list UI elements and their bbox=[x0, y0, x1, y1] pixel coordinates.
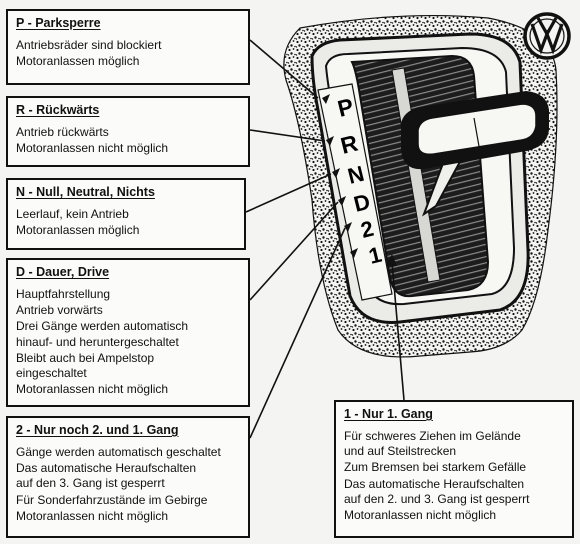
box-line: Motoranlassen möglich bbox=[16, 223, 140, 238]
box-line: Für Sonderfahrzustände im Gebirge bbox=[16, 492, 208, 507]
box-line: Drei Gänge werden automatisch bbox=[16, 319, 189, 334]
callout-box-neutral: N - Null, Neutral, Nichts Leerlauf, kein… bbox=[6, 178, 246, 250]
letter-1: 1 bbox=[366, 242, 384, 269]
box-line: Bleibt auch bei Ampelstop bbox=[16, 350, 155, 365]
lever-handle bbox=[401, 90, 549, 170]
position-markers bbox=[322, 94, 358, 258]
box-title: 1 - Nur 1. Gang bbox=[344, 407, 433, 421]
box-line: auf den 2. und 3. Gang ist gesperrt bbox=[344, 491, 530, 506]
leader-1 bbox=[391, 261, 405, 401]
leader-lines bbox=[245, 39, 405, 439]
letter-2: 2 bbox=[358, 216, 376, 243]
box-line: eingeschaltet bbox=[16, 366, 87, 381]
box-line: hinauf- und heruntergeschaltet bbox=[16, 334, 179, 349]
leader-2 bbox=[249, 227, 346, 439]
box-line: Leerlauf, kein Antrieb bbox=[16, 207, 129, 221]
callout-box-parksperre: P - Parksperre Antriebsräder sind blocki… bbox=[6, 9, 250, 85]
box-line: Gänge werden automatisch geschaltet bbox=[16, 445, 221, 459]
leader-n bbox=[245, 173, 332, 213]
callout-box-erster-gang: 1 - Nur 1. Gang Für schweres Ziehen im G… bbox=[334, 400, 574, 538]
letter-r: R bbox=[338, 130, 361, 159]
box-line: Motoranlassen möglich bbox=[16, 54, 140, 69]
letter-p: P bbox=[335, 93, 356, 122]
box-line: Antrieb rückwärts bbox=[16, 125, 109, 139]
callout-box-drive: D - Dauer, Drive Hauptfahrstellung Antri… bbox=[6, 258, 250, 407]
box-line: Motoranlassen nicht möglich bbox=[16, 382, 169, 397]
leader-p bbox=[249, 39, 319, 99]
box-title: P - Parksperre bbox=[16, 16, 101, 30]
box-title: R - Rückwärts bbox=[16, 103, 100, 117]
letter-d: D bbox=[351, 189, 372, 217]
box-line: Für schweres Ziehen im Gelände bbox=[344, 429, 521, 443]
leader-d bbox=[249, 201, 339, 301]
vw-logo-icon bbox=[523, 12, 571, 60]
leader-r bbox=[249, 129, 326, 142]
box-line: Antrieb vorwärts bbox=[16, 303, 103, 318]
letter-n: N bbox=[345, 161, 366, 189]
selector-letters: P R N D 2 1 bbox=[335, 93, 384, 269]
box-line: Motoranlassen nicht möglich bbox=[16, 508, 169, 523]
box-line: auf den 3. Gang ist gesperrt bbox=[16, 476, 165, 491]
box-line: Zum Bremsen bei starkem Gefälle bbox=[344, 460, 527, 475]
box-line: Motoranlassen nicht möglich bbox=[344, 508, 497, 523]
box-title: N - Null, Neutral, Nichts bbox=[16, 185, 155, 199]
box-title: 2 - Nur noch 2. und 1. Gang bbox=[16, 423, 179, 437]
box-line: Das automatische Heraufschalten bbox=[16, 461, 197, 476]
box-title: D - Dauer, Drive bbox=[16, 265, 110, 279]
leader-1-arrow bbox=[386, 254, 397, 266]
box-line: Das automatische Heraufschalten bbox=[344, 476, 525, 491]
box-line: Antriebsräder sind blockiert bbox=[16, 38, 162, 52]
callout-box-rueckwaerts: R - Rückwärts Antrieb rückwärts Motoranl… bbox=[6, 96, 250, 167]
callout-box-zweiter-gang: 2 - Nur noch 2. und 1. Gang Gänge werden… bbox=[6, 416, 250, 538]
box-line: und auf Steilstrecken bbox=[344, 444, 457, 459]
box-line: Motoranlassen nicht möglich bbox=[16, 141, 169, 156]
box-line: Hauptfahrstellung bbox=[16, 287, 111, 301]
